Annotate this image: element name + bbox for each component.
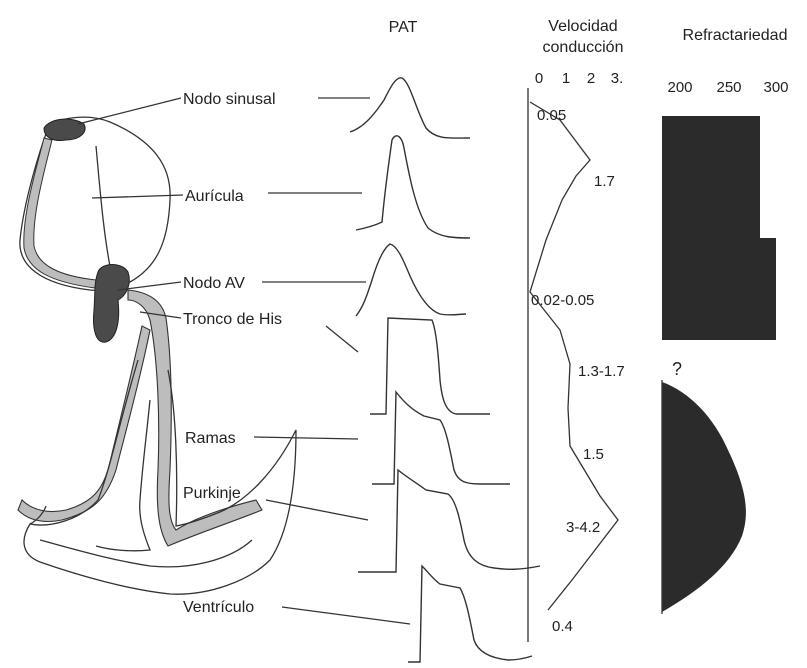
label-av-node: Nodo AV bbox=[183, 275, 245, 292]
refractoriness-profile: ? bbox=[662, 116, 776, 614]
sinus-node bbox=[44, 119, 85, 140]
refractoriness-tick-200: 200 bbox=[667, 79, 692, 96]
interatrial-line bbox=[96, 146, 112, 276]
refractoriness-curve-ventricle bbox=[662, 382, 746, 612]
label-purkinje: Purkinje bbox=[183, 485, 241, 502]
refractoriness-tick-250: 250 bbox=[716, 79, 741, 96]
label-ventricle: Ventrículo bbox=[183, 599, 254, 616]
ap-av-node bbox=[356, 244, 466, 316]
ap-branches bbox=[372, 392, 510, 484]
ap-sinus-node bbox=[350, 78, 470, 138]
leader-atrium-left bbox=[92, 195, 183, 198]
atrial-conduction-band bbox=[24, 138, 96, 288]
velocity-header-line1: Velocidad bbox=[548, 18, 617, 35]
refractoriness-bar-av-node bbox=[662, 238, 776, 340]
label-his-bundle: Tronco de His bbox=[183, 311, 282, 328]
label-branches: Ramas bbox=[185, 430, 236, 447]
refractoriness-scale: 200 250 300 bbox=[667, 79, 788, 96]
leader-branches bbox=[254, 437, 358, 439]
pat-header: PAT bbox=[389, 19, 418, 36]
velocity-tick-1: 1 bbox=[562, 70, 570, 87]
velocity-tick-2: 2 bbox=[587, 70, 595, 87]
leader-purkinje bbox=[266, 500, 368, 520]
velocity-value-branches: 1.5 bbox=[583, 446, 604, 463]
av-node bbox=[94, 265, 130, 343]
velocity-scale: 0 1 2 3. bbox=[535, 70, 623, 87]
refractoriness-tick-300: 300 bbox=[763, 79, 788, 96]
velocity-header-line2: conducción bbox=[543, 39, 624, 56]
leader-his-right bbox=[326, 326, 358, 352]
velocity-value-atrium: 1.7 bbox=[594, 173, 615, 190]
velocity-tick-0: 0 bbox=[535, 70, 543, 87]
velocity-tick-3: 3. bbox=[611, 70, 624, 87]
ap-his-bundle bbox=[370, 318, 490, 414]
velocity-value-ventricle: 0.4 bbox=[552, 618, 573, 635]
left-branch bbox=[18, 326, 150, 522]
velocity-value-his: 1.3-1.7 bbox=[578, 363, 625, 380]
velocity-profile: 0.05 1.7 0.02-0.05 1.3-1.7 1.5 3-4.2 0.4 bbox=[528, 88, 625, 642]
ap-atrium bbox=[356, 136, 470, 238]
ventricle-inner bbox=[40, 540, 252, 567]
ap-purkinje bbox=[358, 470, 540, 572]
heart-anatomy bbox=[18, 117, 296, 594]
action-potentials bbox=[350, 78, 540, 662]
refractoriness-bar-atrium bbox=[662, 116, 760, 240]
label-atrium: Aurícula bbox=[185, 188, 244, 205]
velocity-value-sinus: 0.05 bbox=[537, 107, 566, 124]
leader-sinus-node-left bbox=[78, 98, 181, 124]
ap-ventricle bbox=[408, 566, 532, 662]
velocity-value-purkinje: 3-4.2 bbox=[566, 519, 600, 536]
refractoriness-header: Refractariedad bbox=[683, 27, 788, 44]
velocity-value-av-node: 0.02-0.05 bbox=[531, 292, 594, 309]
refractoriness-unknown-marker: ? bbox=[672, 359, 682, 379]
leader-ventricle bbox=[282, 607, 410, 624]
anatomy-labels: Nodo sinusal Aurícula Nodo AV Tronco de … bbox=[78, 91, 410, 624]
label-sinus-node: Nodo sinusal bbox=[183, 91, 276, 108]
